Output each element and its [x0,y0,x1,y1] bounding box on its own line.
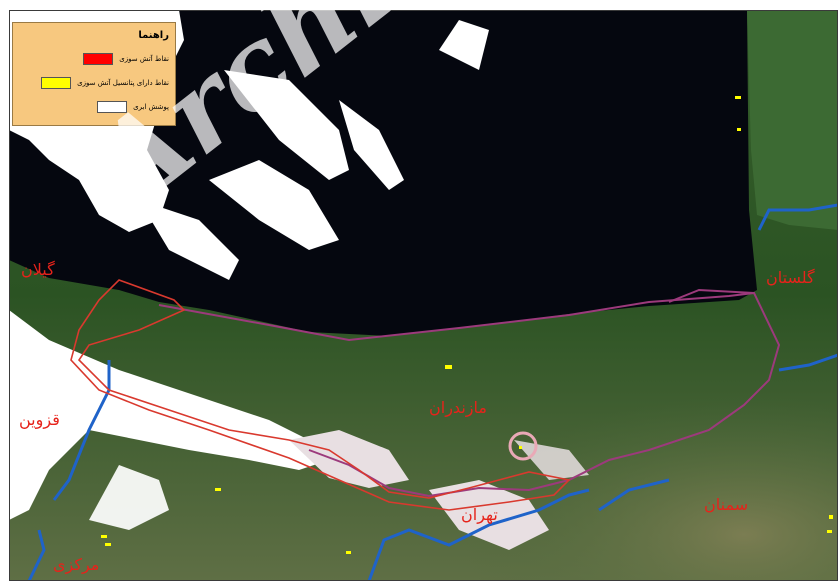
legend-item-cloud: پوشش ابری [97,101,169,113]
legend-label-cloud: پوشش ابری [133,103,169,111]
legend-swatch-cloud [97,101,128,113]
dry-plateau [369,350,838,581]
label-qazvin: قزوین [19,410,60,429]
snowy-highlands [289,430,589,550]
label-markazi: مرکزی [53,555,100,574]
label-tehran: تهران [461,505,498,524]
label-gilan: گیلان [21,260,55,279]
label-semnan: سمنان [704,495,749,514]
legend-item-fire: نقاط آتش سوزی [83,53,169,65]
golestan-coast-border [668,288,755,303]
highlight-circle [508,431,538,461]
legend-label-potential: نقاط دارای پتانسیل آتش سوزی [77,79,169,87]
label-golestan: گلستان [766,268,815,287]
label-mazandaran: مازندران [429,398,487,417]
legend-label-fire: نقاط آتش سوزی [119,55,169,63]
potential-fire-points [101,96,833,554]
map-legend: راهنما نقاط آتش سوزی نقاط دارای پتانسیل … [12,22,176,126]
legend-swatch-fire [83,53,114,65]
study-area-outline [70,279,571,511]
satellite-map[interactable]: راهنما نقاط آتش سوزی نقاط دارای پتانسیل … [9,10,838,581]
legend-title: راهنما [138,30,169,41]
legend-swatch-potential [41,77,72,89]
rivers [27,203,838,581]
east-coast-land [747,10,838,230]
legend-item-potential: نقاط دارای پتانسیل آتش سوزی [41,77,169,89]
